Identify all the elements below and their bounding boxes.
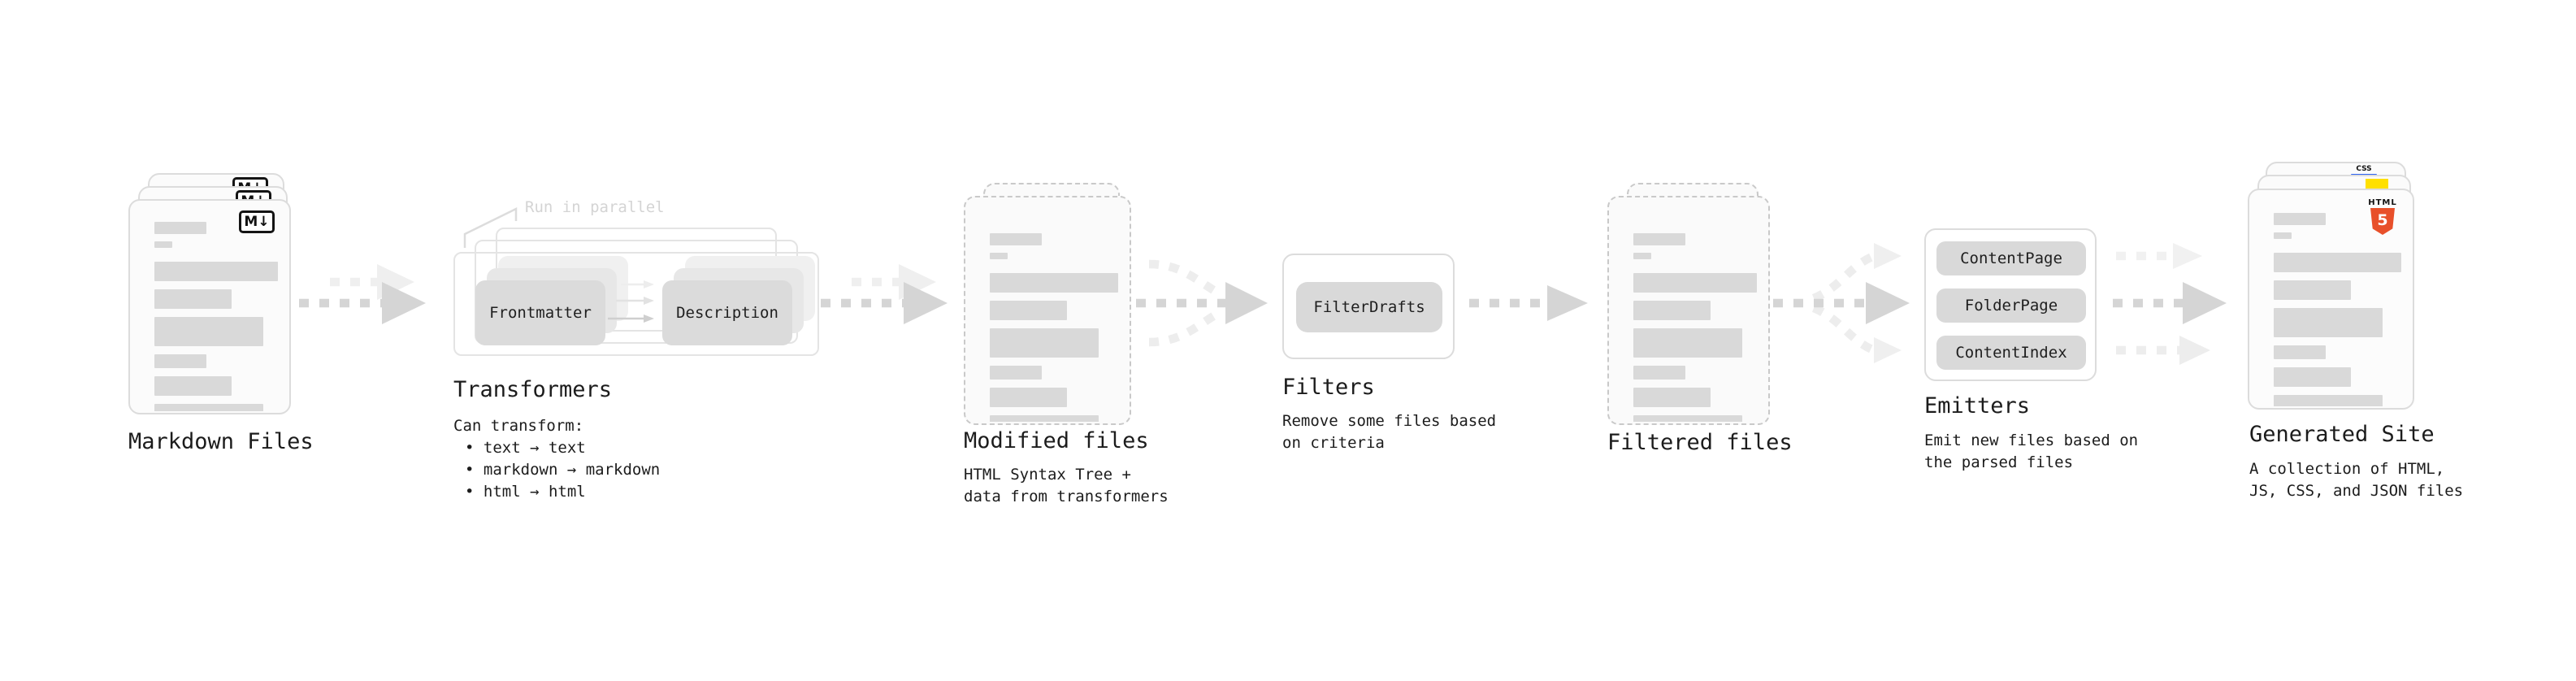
flow-arrow-filters-to-filtered xyxy=(1469,285,1588,321)
document-content-placeholder xyxy=(2274,213,2401,406)
content-bar xyxy=(154,317,263,346)
content-bar xyxy=(1633,273,1757,293)
html-file-card: HTML 5 xyxy=(2248,189,2414,410)
document-content-placeholder xyxy=(990,233,1118,422)
content-bar xyxy=(1633,388,1711,407)
generated-site-subtitle: A collection of HTML, JS, CSS, and JSON … xyxy=(2249,460,2464,500)
transformers-bullet-list: • text → text • markdown → markdown • ht… xyxy=(465,437,660,503)
bullet-item: • html → html xyxy=(465,483,586,501)
run-in-parallel-annotation: Run in parallel xyxy=(525,198,665,216)
flow-arrow-modified-to-filters xyxy=(1136,259,1268,347)
markdown-icon: M↓ xyxy=(239,210,275,233)
folder-page-box: FolderPage xyxy=(1936,288,2086,323)
modified-files-subtitle: HTML Syntax Tree + data from transformer… xyxy=(964,466,1169,505)
content-bar xyxy=(1633,301,1711,320)
generated-site-stack: CSS HTML 5 xyxy=(2248,162,2414,410)
content-bar xyxy=(154,354,206,368)
content-bar xyxy=(154,241,172,248)
stage-title-modified-files: Modified files xyxy=(964,428,1149,453)
modified-files-stack xyxy=(964,183,1131,425)
filtered-files-stack xyxy=(1607,183,1770,425)
markdown-files-stack: M↓ M↓ M↓ xyxy=(128,173,291,414)
flow-arrow-filtered-to-emitters xyxy=(1773,243,1910,363)
filters-subtitle: Remove some files based on criteria xyxy=(1282,412,1497,452)
document-content-placeholder xyxy=(1633,233,1757,422)
content-bar xyxy=(154,404,263,411)
emitters-subtitle: Emit new files based on the parsed files xyxy=(1924,432,2139,471)
transformer-card-outline xyxy=(453,252,819,356)
filter-drafts-box: FilterDrafts xyxy=(1296,282,1442,332)
content-bar xyxy=(2274,345,2326,359)
content-bar xyxy=(1633,415,1742,422)
bullet-item: • markdown → markdown xyxy=(465,461,661,479)
emitters-card: ContentPage FolderPage ContentIndex xyxy=(1924,228,2097,381)
flow-arrow-markdown-to-transformers xyxy=(299,264,426,324)
content-bar xyxy=(2274,280,2351,300)
flow-arrow-transformers-to-modified xyxy=(821,264,948,324)
content-bar xyxy=(1633,253,1651,259)
modified-file-card xyxy=(964,196,1131,425)
html5-icon-label: HTML xyxy=(2368,198,2397,207)
description-box: Description xyxy=(662,280,792,345)
transformers-subtitle: Can transform: xyxy=(453,417,584,435)
html5-icon: HTML 5 xyxy=(2366,198,2400,235)
content-page-box: ContentPage xyxy=(1936,241,2086,275)
content-bar xyxy=(154,262,278,281)
css-icon-label: CSS xyxy=(2356,165,2372,173)
content-bar xyxy=(2274,308,2383,337)
content-bar xyxy=(154,376,232,396)
frontmatter-box: Frontmatter xyxy=(475,280,605,345)
transformers-graphic: Run in parallel Frontmatter Description xyxy=(453,198,821,359)
content-bar xyxy=(990,388,1067,407)
content-bar xyxy=(2274,232,2292,239)
content-bar xyxy=(990,415,1099,422)
content-bar xyxy=(1633,366,1685,380)
content-bar xyxy=(1633,328,1742,358)
stage-title-markdown-files: Markdown Files xyxy=(128,429,314,454)
stage-title-emitters: Emitters xyxy=(1924,393,2031,419)
content-bar xyxy=(2274,367,2351,387)
content-bar xyxy=(990,366,1042,380)
content-bar xyxy=(154,222,206,234)
stage-title-generated-site: Generated Site xyxy=(2249,422,2435,447)
stage-title-filters: Filters xyxy=(1282,375,1375,400)
filters-card: FilterDrafts xyxy=(1282,254,1455,359)
markdown-file-card: M↓ xyxy=(128,199,291,414)
content-bar xyxy=(154,289,232,309)
content-bar xyxy=(990,328,1099,358)
filtered-file-card xyxy=(1607,196,1770,425)
content-bar xyxy=(990,301,1067,320)
stage-title-filtered-files: Filtered files xyxy=(1607,430,1793,455)
annotation-leader-line xyxy=(463,206,518,248)
content-bar xyxy=(2274,253,2401,272)
content-index-box: ContentIndex xyxy=(1936,336,2086,370)
document-content-placeholder xyxy=(154,222,278,411)
stage-title-transformers: Transformers xyxy=(453,377,613,402)
content-bar xyxy=(990,253,1008,259)
flow-arrow-emitters-to-generated xyxy=(2113,243,2227,365)
bullet-item: • text → text xyxy=(465,439,586,457)
content-bar xyxy=(1633,233,1685,245)
content-bar xyxy=(990,233,1042,245)
content-bar xyxy=(2274,395,2383,406)
content-bar xyxy=(990,273,1118,293)
content-bar xyxy=(2274,213,2326,225)
transform-mini-arrows xyxy=(608,280,654,323)
